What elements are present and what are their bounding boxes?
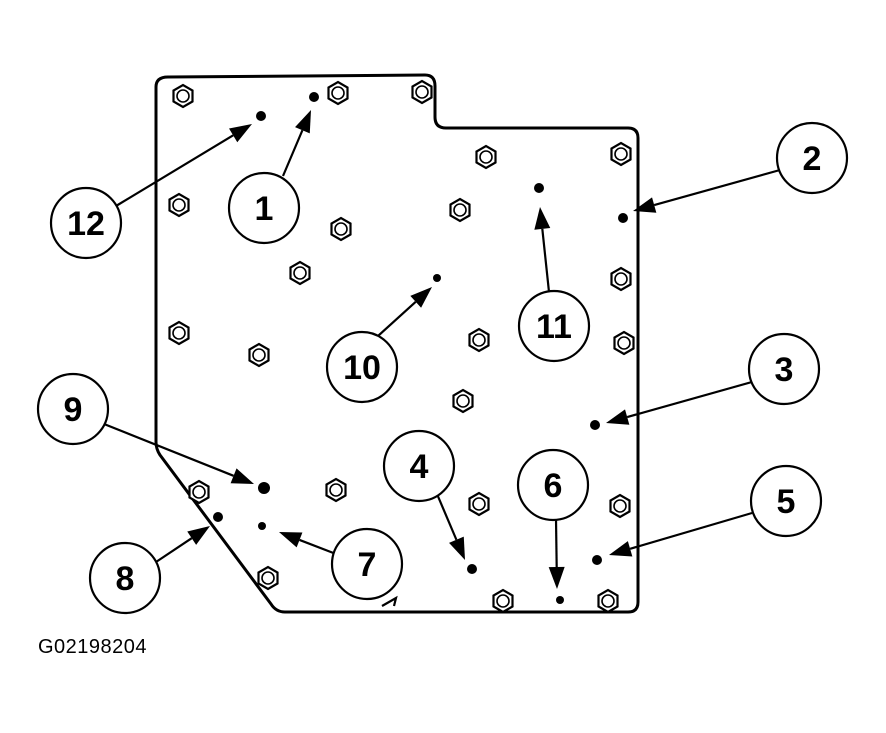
hex-bolt-icon [248, 342, 270, 368]
hex-bolt-icon [597, 588, 619, 614]
callout-circle [775, 121, 849, 195]
arrowhead-icon [295, 110, 311, 134]
leader-arrow [435, 493, 465, 560]
hex-bolt-icon [325, 477, 347, 503]
callout-number: 7 [358, 546, 377, 584]
hex-bolt-icon [475, 144, 497, 170]
leader-arrow [534, 207, 551, 293]
hex-bolt-icon [289, 260, 311, 286]
callout-12: 12 [49, 186, 123, 260]
callout-circle [325, 330, 399, 404]
leader-arrow [155, 526, 210, 563]
callout-number: 12 [67, 205, 105, 243]
hex-bolt-icon [609, 493, 631, 519]
leader-arrow [279, 532, 337, 556]
check-ball-location [534, 183, 544, 193]
leader-arrow [281, 110, 311, 177]
hex-bolt-icon [449, 197, 471, 223]
hex-bolt-icon [411, 79, 433, 105]
check-ball-location [592, 555, 602, 565]
check-ball-location [213, 512, 223, 522]
hex-bolt-icon [468, 327, 490, 353]
check-ball-location [309, 92, 319, 102]
callout-7: 7 [330, 527, 404, 601]
hex-bolt-icon [468, 491, 490, 517]
callout-circle [88, 541, 162, 615]
hex-bolt-icon [168, 192, 190, 218]
arrowhead-icon [410, 287, 432, 308]
hex-bolt-icon [330, 216, 352, 242]
callout-10: 10 [325, 330, 399, 404]
arrowhead-icon [606, 409, 630, 425]
hex-bolt-icon [172, 83, 194, 109]
callout-circle [382, 429, 456, 503]
callout-circle [749, 464, 823, 538]
arrowhead-icon [449, 536, 465, 560]
leader-arrow [548, 518, 565, 589]
check-ball-location [467, 564, 477, 574]
plate-edge-mark [381, 595, 398, 607]
callout-11: 11 [517, 289, 591, 363]
arrowhead-icon [548, 566, 565, 589]
check-ball-location [618, 213, 628, 223]
callout-8: 8 [88, 541, 162, 615]
callout-number: 9 [64, 391, 83, 429]
callout-number: 3 [775, 351, 794, 389]
arrowhead-icon [609, 541, 633, 557]
check-ball-location [433, 274, 441, 282]
leader-arrow [606, 380, 753, 425]
callout-number: 1 [255, 190, 274, 228]
arrowhead-icon [187, 526, 210, 545]
callout-circle [227, 171, 301, 245]
callout-1: 1 [227, 171, 301, 245]
check-ball-location [258, 522, 266, 530]
hex-bolt-icon [610, 266, 632, 292]
figure-id-label: G02198204 [38, 636, 148, 658]
leader-arrow [609, 511, 753, 557]
hex-bolt-icon [492, 588, 514, 614]
check-ball-location [256, 111, 266, 121]
callout-circle [330, 527, 404, 601]
arrowhead-icon [230, 468, 254, 484]
leader-arrow [115, 124, 252, 207]
leader-arrow [103, 422, 254, 484]
leader-arrow [633, 168, 781, 213]
callout-circle [36, 372, 110, 446]
arrowhead-icon [633, 197, 657, 213]
callout-circle [49, 186, 123, 260]
callout-number: 11 [536, 308, 572, 346]
hex-bolt-icon [257, 565, 279, 591]
arrowhead-icon [534, 207, 551, 230]
callout-3: 3 [747, 332, 821, 406]
callout-5: 5 [749, 464, 823, 538]
arrowhead-icon [229, 124, 252, 143]
callout-number: 10 [343, 349, 381, 387]
leader-arrow [377, 287, 432, 337]
callout-circle [517, 289, 591, 363]
hex-bolt-icon [610, 141, 632, 167]
callout-circle [516, 448, 590, 522]
check-ball-location [258, 482, 270, 494]
hex-bolt-icon [452, 388, 474, 414]
callout-circle [747, 332, 821, 406]
hex-bolt-icon [613, 330, 635, 356]
hex-bolt-icon [168, 320, 190, 346]
callout-number: 2 [803, 140, 822, 178]
callout-6: 6 [516, 448, 590, 522]
callout-number: 8 [116, 560, 135, 598]
hex-bolt-icon [188, 479, 210, 505]
callout-number: 6 [544, 467, 563, 505]
callout-9: 9 [36, 372, 110, 446]
check-ball-location [590, 420, 600, 430]
callout-number: 5 [777, 483, 796, 521]
callout-4: 4 [382, 429, 456, 503]
callout-number: 4 [410, 448, 429, 486]
arrowhead-icon [279, 532, 303, 548]
check-ball-location [556, 596, 564, 604]
hex-bolt-icon [327, 80, 349, 106]
callout-2: 2 [775, 121, 849, 195]
